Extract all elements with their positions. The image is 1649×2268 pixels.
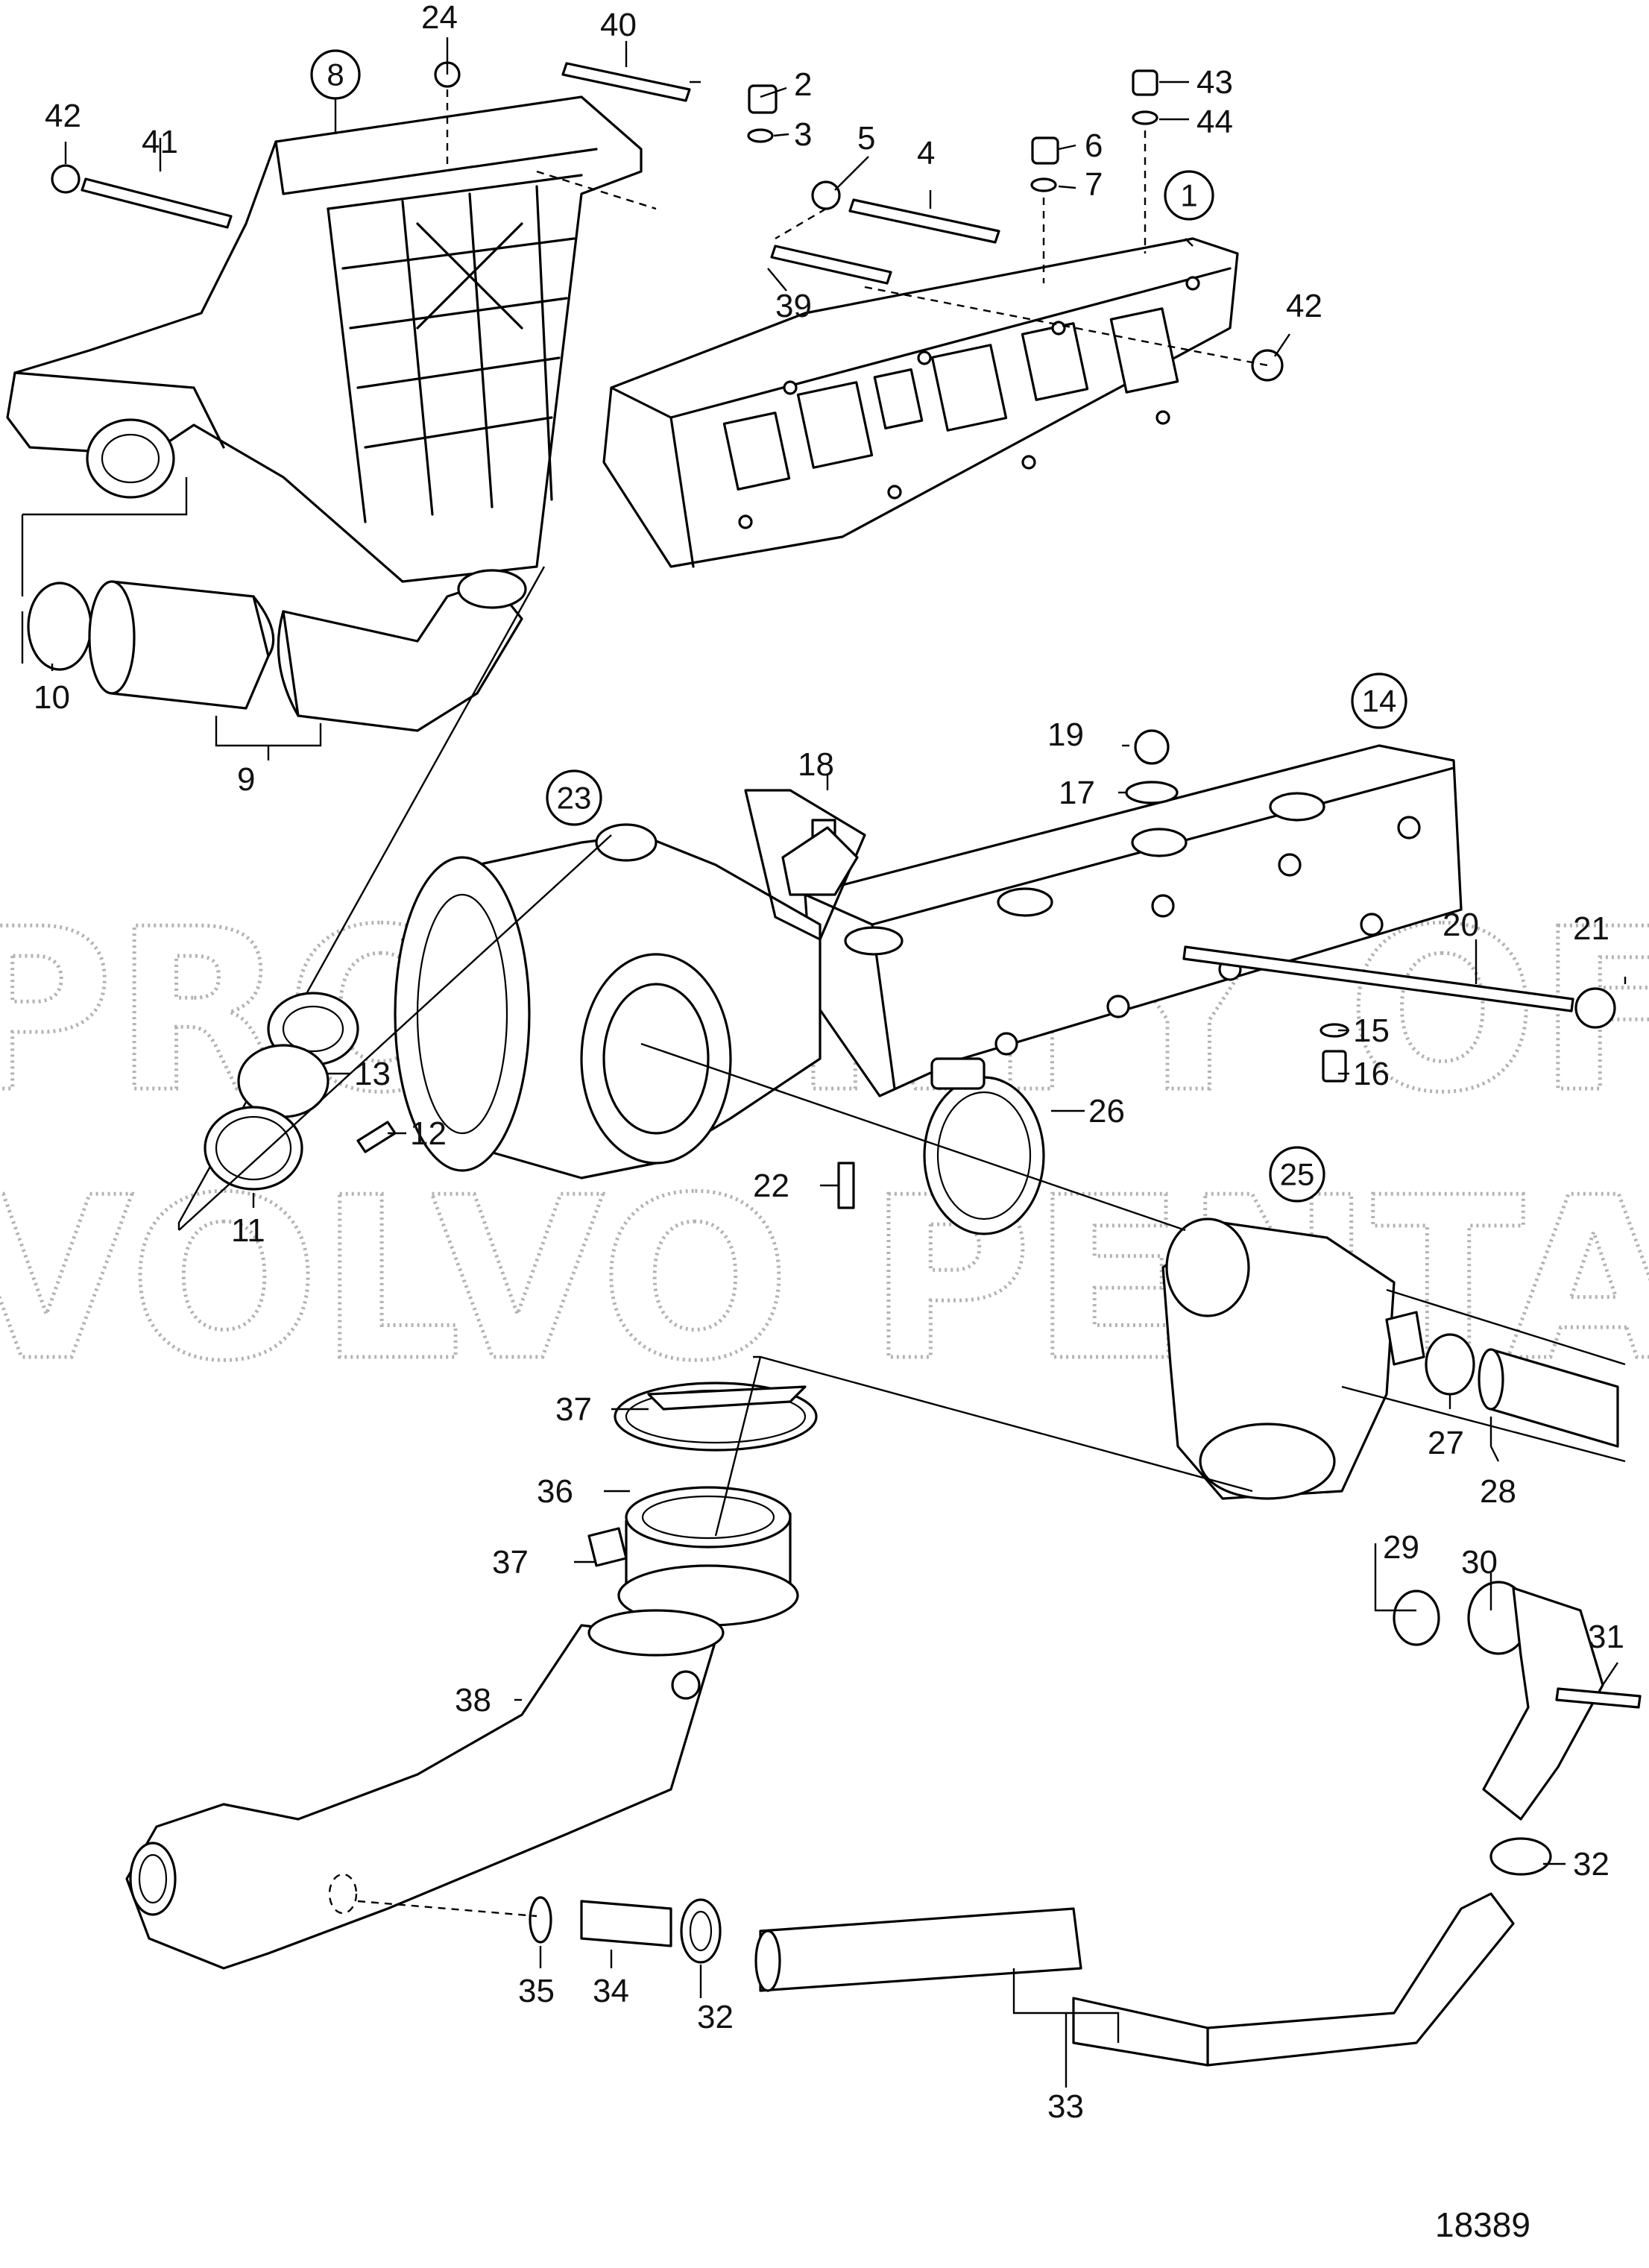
label-3: 3: [794, 116, 812, 153]
label-10: 10: [34, 679, 70, 716]
exhaust-manifold: [804, 744, 1463, 1097]
label-37-lower: 37: [492, 1544, 529, 1581]
label-41: 41: [142, 124, 178, 160]
label-20: 20: [1443, 907, 1479, 943]
label-16: 16: [1353, 1056, 1390, 1092]
label-30: 30: [1461, 1544, 1498, 1581]
label-42-right: 42: [1286, 288, 1322, 324]
label-43: 43: [1196, 64, 1233, 101]
figure-reference-number: 18389: [1435, 2205, 1530, 2244]
fasteners-top: [51, 61, 1284, 382]
label-4: 4: [917, 135, 935, 171]
coolant-pipe-lower: [754, 1581, 1642, 2067]
label-15: 15: [1353, 1012, 1390, 1049]
circled-label-1: 1: [1164, 170, 1214, 221]
circled-part-labels: 8 1 14 23 25: [310, 49, 1407, 1203]
label-11: 11: [231, 1212, 265, 1249]
label-5: 5: [857, 120, 875, 157]
charge-air-cooler-housing: [6, 95, 643, 583]
circled-label-25: 25: [1269, 1146, 1325, 1203]
label-7: 7: [1085, 166, 1103, 203]
circled-label-25-text: 25: [1280, 1157, 1315, 1192]
label-9: 9: [237, 761, 255, 798]
fasteners-middle: [781, 729, 1616, 1209]
intake-manifold: [602, 237, 1239, 568]
label-32-right: 32: [1573, 1846, 1609, 1883]
label-2: 2: [794, 66, 812, 103]
label-19: 19: [1047, 716, 1084, 753]
label-37-upper: 37: [555, 1391, 592, 1428]
label-21: 21: [1573, 910, 1609, 947]
label-17: 17: [1059, 775, 1095, 811]
exhaust-clamps-lower: [587, 1382, 818, 1627]
label-29: 29: [1383, 1529, 1419, 1566]
label-34: 34: [593, 1973, 629, 2009]
circled-label-23: 23: [546, 769, 602, 826]
label-18: 18: [798, 746, 834, 783]
circled-label-14-text: 14: [1362, 684, 1397, 719]
circled-label-1-text: 1: [1180, 178, 1197, 213]
label-6: 6: [1085, 127, 1103, 164]
exhaust-pipe: [125, 1609, 725, 1970]
label-44: 44: [1196, 104, 1233, 140]
label-26: 26: [1088, 1093, 1125, 1130]
label-39: 39: [775, 288, 812, 324]
label-33: 33: [1047, 2088, 1084, 2125]
hose-clamps-middle: [923, 1057, 1619, 1448]
label-12: 12: [410, 1115, 447, 1152]
label-28: 28: [1480, 1473, 1516, 1510]
circled-label-23-text: 23: [557, 781, 592, 816]
label-35: 35: [518, 1973, 555, 2009]
label-27: 27: [1428, 1425, 1464, 1461]
circled-label-8: 8: [310, 49, 361, 100]
circled-label-14: 14: [1351, 672, 1407, 729]
leader-lines: [51, 37, 1627, 1998]
label-13: 13: [354, 1056, 391, 1092]
label-40: 40: [600, 7, 637, 43]
label-42-top: 42: [45, 98, 81, 134]
label-24: 24: [421, 0, 458, 36]
label-32-bottom: 32: [697, 1999, 734, 2035]
label-36: 36: [537, 1473, 573, 1510]
charge-air-hose: [27, 569, 527, 732]
part-number-labels: 24 40 2 43 44 42 41 3 5 4 6 7 39 42 10 9…: [34, 0, 1624, 2125]
turbocharger: [394, 789, 866, 1179]
label-31: 31: [1588, 1619, 1624, 1655]
exhaust-elbow: [1161, 1218, 1425, 1500]
circled-label-8-text: 8: [327, 57, 344, 92]
fittings-lower: [529, 1896, 722, 1964]
label-38: 38: [455, 1682, 491, 1719]
label-22: 22: [753, 1168, 789, 1204]
